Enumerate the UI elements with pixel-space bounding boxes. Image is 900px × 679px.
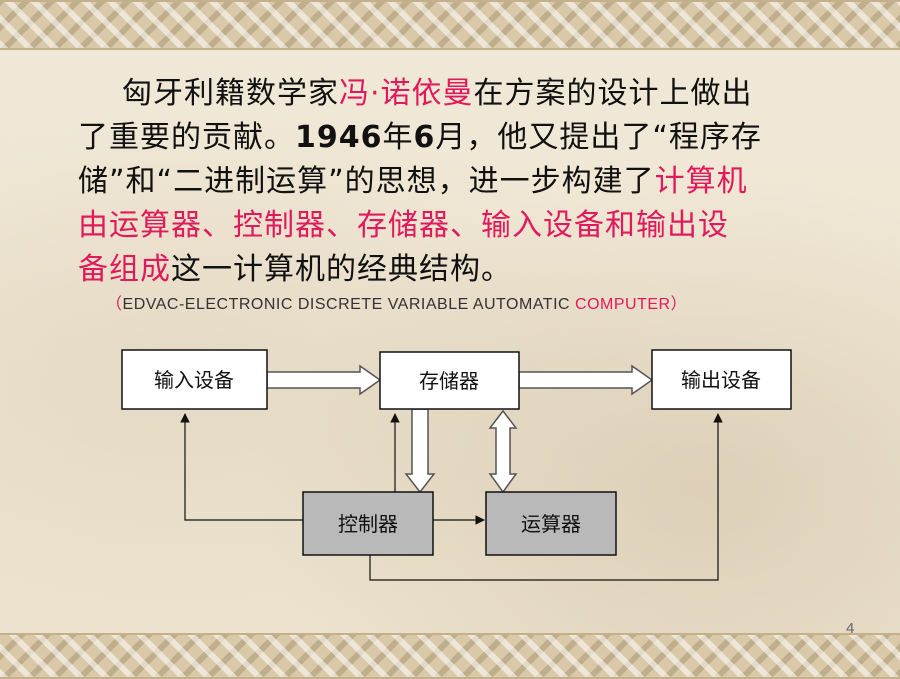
highlight-text: 计算机 <box>654 164 748 199</box>
box-memory <box>379 351 520 410</box>
text-segment: 月，他又提出了“程序存 <box>435 120 762 155</box>
box-input-device <box>121 349 268 410</box>
caption-paren: ） <box>670 296 688 313</box>
arrow-memory-alu-bidirectional <box>488 409 518 494</box>
paragraph-line-4: 由运算器、控制器、存储器、输入设备和输出设 <box>78 208 729 243</box>
highlight-name: 冯·诺依曼 <box>339 76 474 111</box>
decorative-top-border <box>0 0 900 50</box>
text-segment: 匈牙利籍数学家 <box>122 76 339 111</box>
caption-main: EDVAC-ELECTRONIC DISCRETE VARIABLE AUTOM… <box>122 296 576 313</box>
label-controller: 控制器 <box>338 512 398 536</box>
arrow-input-to-memory <box>266 364 382 396</box>
year-number: 1946 <box>295 120 383 155</box>
text-segment: 这一计算机的经典结构。 <box>171 252 512 287</box>
label-output-device: 输出设备 <box>681 368 761 392</box>
caption-paren: （ <box>106 296 123 313</box>
edvac-caption: （EDVAC-ELECTRONIC DISCRETE VARIABLE AUTO… <box>106 290 826 314</box>
arrow-memory-to-control <box>404 408 436 494</box>
box-controller <box>302 491 434 556</box>
text-segment: 年 <box>382 120 414 155</box>
box-output-device <box>651 349 792 410</box>
month-number: 6 <box>413 120 436 155</box>
label-memory: 存储器 <box>419 369 479 393</box>
control-line-to-output <box>369 413 723 581</box>
paragraph-line-3: 储”和“二进制运算”的思想，进一步构建了计算机 <box>78 160 848 204</box>
text-segment: 在方案的设计上做出 <box>473 76 753 111</box>
label-alu: 运算器 <box>521 512 581 536</box>
text-segment: 储”和“二进制运算”的思想，进一步构建了 <box>78 164 655 199</box>
arrow-memory-to-output <box>518 364 654 396</box>
label-input-device: 输入设备 <box>154 368 234 392</box>
paragraph-line-2: 了重要的贡献。1946年6月，他又提出了“程序存 <box>78 116 848 160</box>
paragraph-line-1: 匈牙利籍数学家冯·诺依曼在方案的设计上做出 <box>78 72 848 116</box>
control-line-to-input <box>180 413 303 521</box>
box-alu <box>485 491 617 556</box>
paragraph-line-5: 备组成这一计算机的经典结构。 <box>78 248 848 292</box>
decorative-bottom-border <box>0 633 900 679</box>
page-number: 4 <box>846 620 855 637</box>
highlight-text: 备组成 <box>78 252 171 287</box>
caption-tail: COMPUTER <box>575 296 671 313</box>
text-segment: 了重要的贡献。 <box>78 120 295 155</box>
body-paragraph: 匈牙利籍数学家冯·诺依曼在方案的设计上做出 了重要的贡献。1946年6月，他又提… <box>78 72 848 292</box>
